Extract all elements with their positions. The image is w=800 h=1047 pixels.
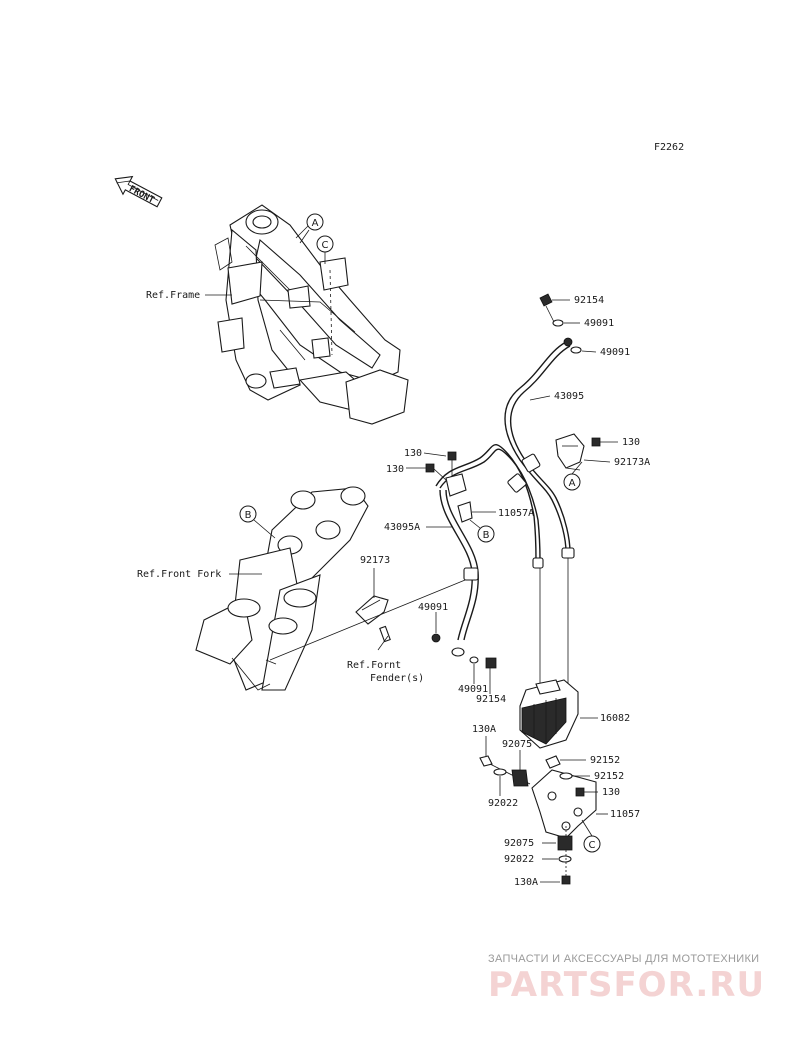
hose-43095	[504, 341, 567, 553]
callout-c-frame-label: C	[322, 240, 329, 251]
clamp-11057A-lower	[457, 501, 473, 523]
ref-fender-label-1: Ref.Fornt	[347, 660, 401, 671]
hose-43095A-upper-outer	[435, 444, 537, 561]
p92154-top-label: 92154	[574, 295, 604, 306]
hose-grommet-top	[521, 453, 541, 473]
washer-92022-low	[558, 855, 572, 863]
grommet-92075-low	[557, 835, 573, 851]
callout-c-bracket-label: C	[589, 840, 596, 851]
nut-92152-1	[545, 755, 561, 769]
p92075-top-label: 92075	[502, 739, 532, 750]
bolt-130-left-mid	[425, 463, 435, 473]
frame-drawing	[214, 204, 409, 425]
banjo-fitting-low	[451, 647, 465, 657]
hose-43095A-end	[532, 557, 544, 569]
bolt-92154-top	[539, 293, 553, 307]
bolt-130-bracket	[575, 787, 585, 797]
callout-a-hose	[563, 473, 581, 491]
grommet-92075-top	[511, 769, 529, 787]
abs-unit-16082	[519, 679, 579, 749]
bolt-92154-low	[485, 657, 497, 669]
bracket-11057	[531, 769, 597, 839]
ref-fender-label-2: Fender(s)	[370, 673, 424, 684]
p92173-label: 92173	[360, 555, 390, 566]
washer-49091-low	[469, 656, 479, 664]
banjo-fitting-top	[563, 337, 573, 347]
p130A-low-label: 130A	[514, 877, 538, 888]
front-arrow-icon: FRONT	[114, 175, 163, 208]
ref-frame-label: Ref.Frame	[146, 290, 200, 301]
p49091-top2-label: 49091	[600, 347, 630, 358]
callout-b-fork-leader	[253, 519, 276, 539]
p16082-label: 16082	[600, 713, 630, 724]
washer-92152-2	[559, 772, 573, 780]
p92152-2-label: 92152	[594, 771, 624, 782]
washer-49091-top1	[552, 319, 564, 327]
p130-left1-label: 130	[404, 448, 422, 459]
hose-grommet-mid	[507, 473, 527, 493]
washer-92022-top	[493, 768, 507, 776]
clamp-11057A	[445, 473, 467, 497]
callout-b-fork	[239, 505, 257, 523]
p92022-top-label: 92022	[488, 798, 518, 809]
hose-43095-outer	[509, 345, 571, 553]
p92173A-label: 92173A	[614, 457, 650, 468]
bolt-130-right	[591, 437, 601, 447]
p43095-label: 43095	[554, 391, 584, 402]
clamp-92173A	[555, 433, 585, 471]
hose-43095-end	[561, 547, 575, 559]
ref-front-fork-label: Ref.Front Fork	[137, 569, 221, 580]
p130A-top-label: 130A	[472, 724, 496, 735]
p92152-1-label: 92152	[590, 755, 620, 766]
callout-a-hose-label: A	[569, 478, 576, 489]
bolt-130A-low	[561, 875, 571, 885]
fork-to-hose-line	[269, 577, 471, 661]
watermark-logo: PARTSFOR.RU	[488, 965, 765, 1005]
washer-49091-mid	[431, 633, 441, 643]
watermark-tagline: ЗАПЧАСТИ И АКСЕССУАРЫ ДЛЯ МОТОТЕХНИКИ	[488, 953, 759, 965]
p130-bracket-label: 130	[602, 787, 620, 798]
callout-a-hose-leader	[571, 461, 583, 475]
clamp-92173	[355, 595, 391, 643]
p49091-top1-label: 49091	[584, 318, 614, 329]
p11057-label: 11057	[610, 809, 640, 820]
p49091-mid-label: 49091	[418, 602, 448, 613]
p92075-low-label: 92075	[504, 838, 534, 849]
p130-left2-label: 130	[386, 464, 404, 475]
callout-c-frame	[316, 235, 334, 253]
callout-b-hose	[477, 525, 495, 543]
p92022-low-label: 92022	[504, 854, 534, 865]
p130-right-label: 130	[622, 437, 640, 448]
callout-a-frame-leader	[299, 229, 310, 244]
p92154-low-label: 92154	[476, 694, 506, 705]
callout-a-frame-label: A	[312, 218, 319, 229]
callout-c-bracket-leader	[581, 819, 593, 837]
callout-a-frame	[306, 213, 324, 231]
front-fork-drawing	[195, 486, 369, 691]
callout-b-fork-label: B	[245, 510, 252, 521]
p49091-low-label: 49091	[458, 684, 488, 695]
figure-code: F2262	[654, 142, 684, 153]
ref-fender-leader	[377, 635, 389, 651]
p11057A-label: 11057A	[498, 508, 534, 519]
callout-b-hose-label: B	[483, 530, 490, 541]
bolt-130-left-top	[447, 451, 457, 461]
bolt-130A-top	[479, 755, 493, 767]
callout-b-hose-leader	[469, 519, 481, 529]
washer-49091-top2	[570, 346, 582, 354]
callout-c-bracket	[583, 835, 601, 853]
hose-grommet-low	[463, 567, 479, 581]
p43095A-label: 43095A	[384, 522, 420, 533]
